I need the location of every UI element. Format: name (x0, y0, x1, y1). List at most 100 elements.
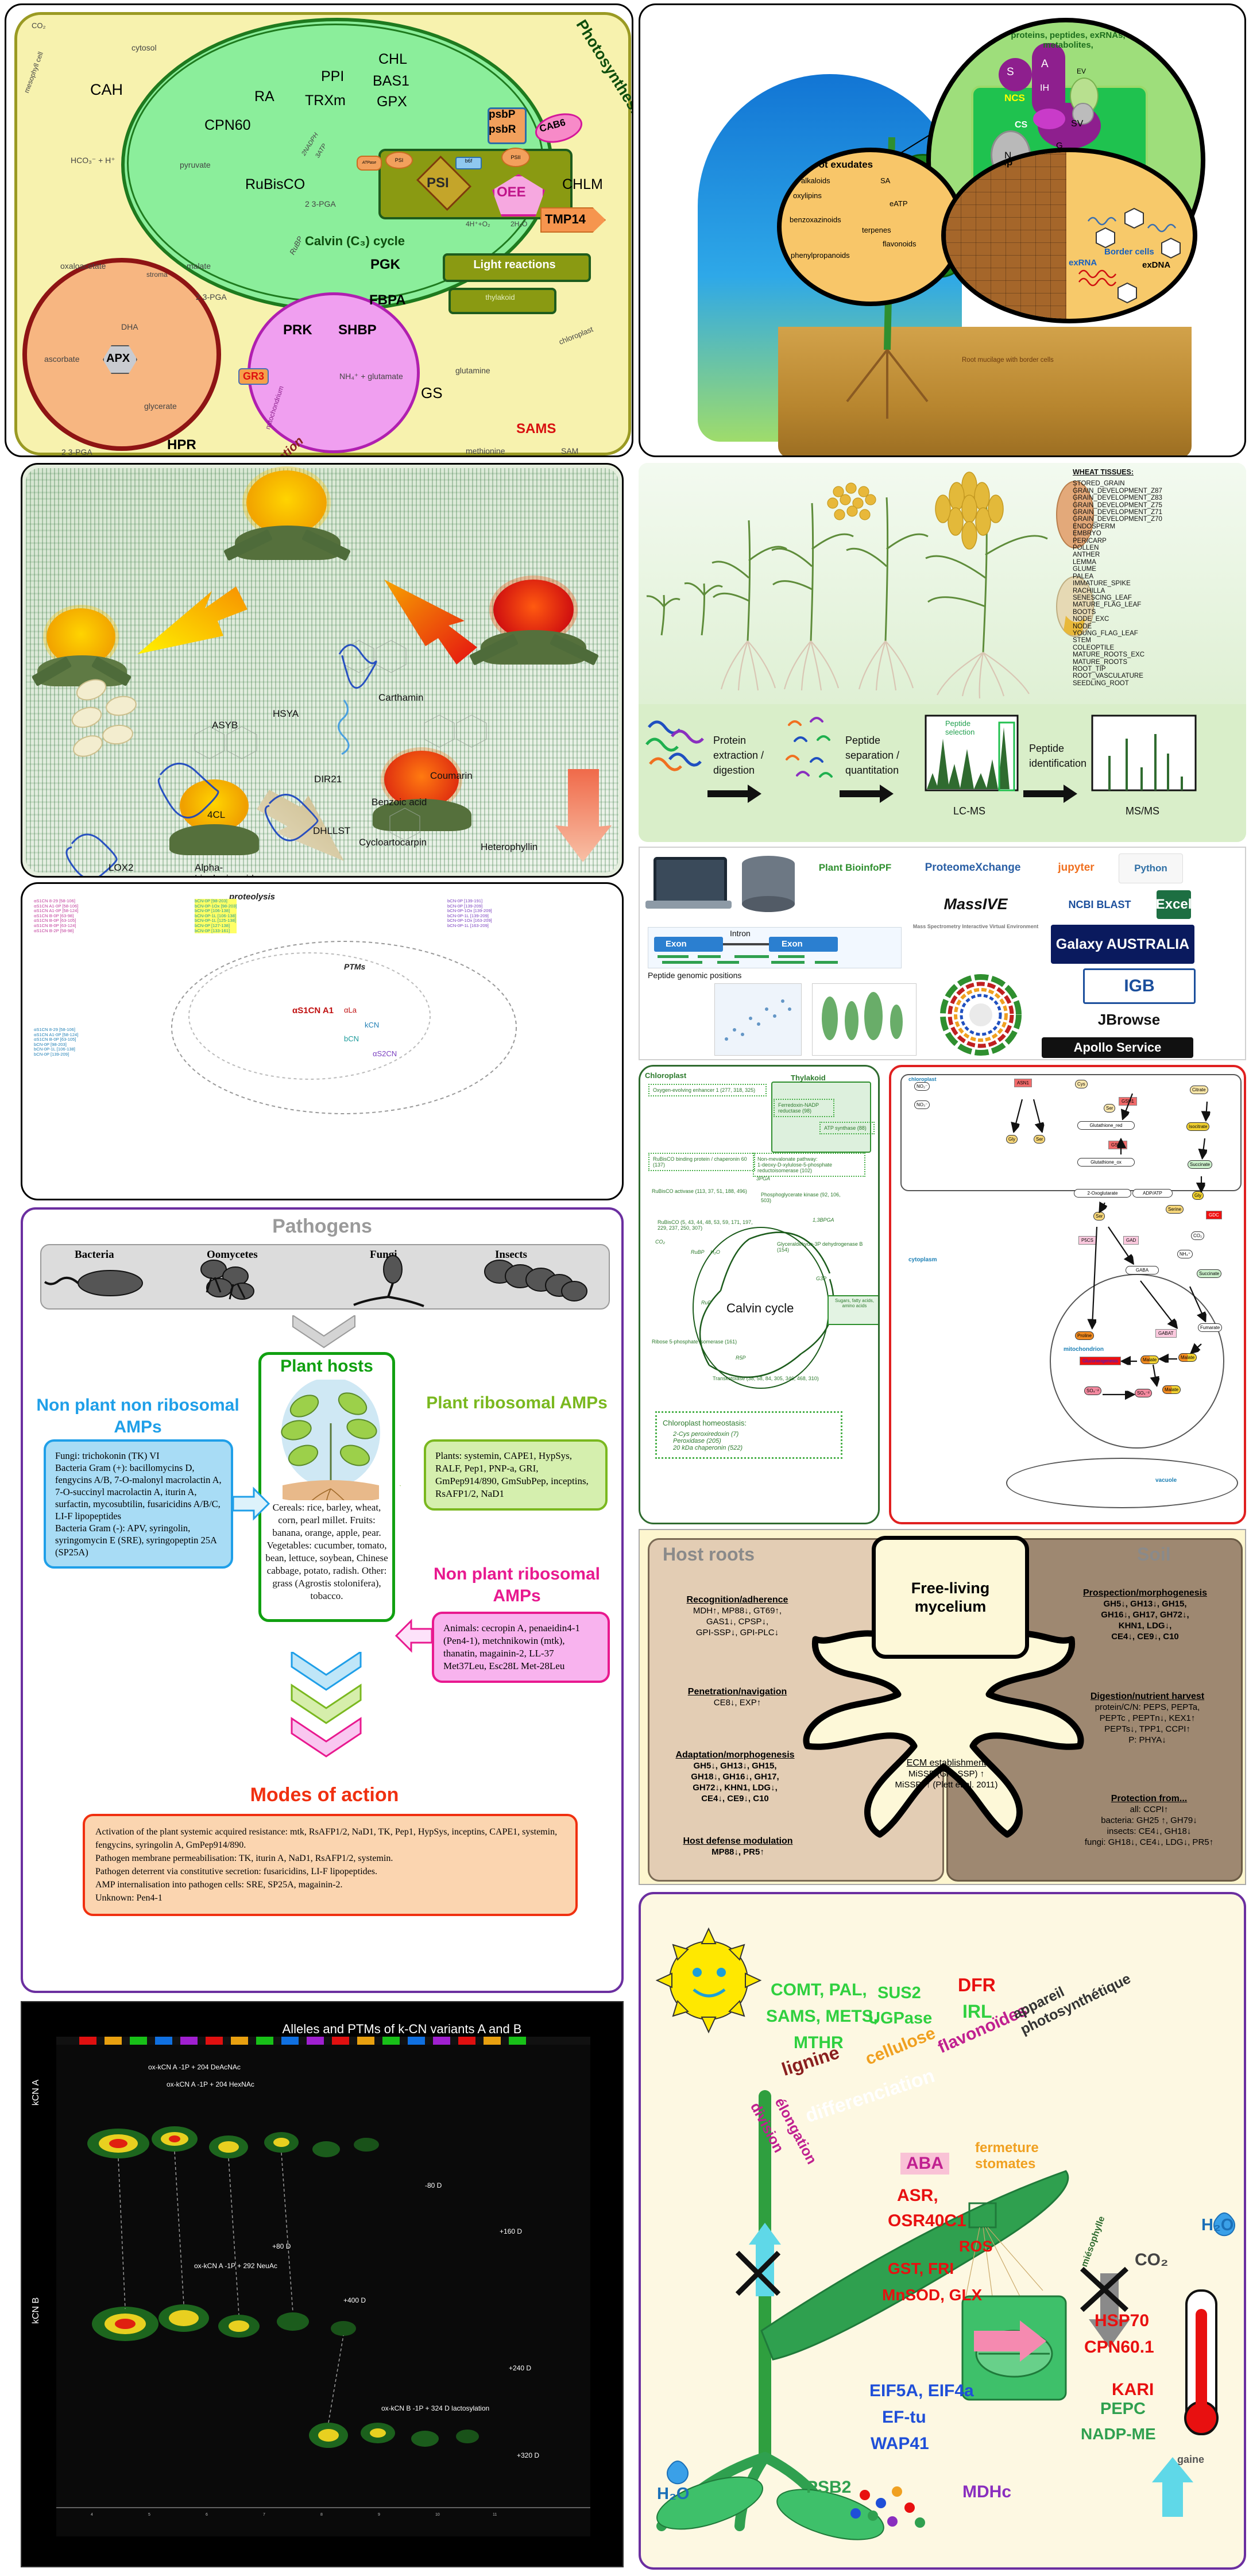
section-heading: ECM establishment (906, 1758, 987, 1768)
logo-jupyter[interactable]: jupyter (1042, 853, 1111, 882)
label-alpha-linolenic-acid: Alpha-Linolenic acid (195, 862, 254, 876)
label-exrna: exRNA (1069, 258, 1097, 268)
peptide-row: bCN-0P [139-209] (34, 1051, 69, 1057)
node-gln: Cys (1075, 1080, 1088, 1088)
tissue-item: GRAIN_DEVELOPMENT_Z70 (1073, 516, 1162, 523)
panel-calvin-cycle-detail: Chloroplast Thylakoid Oxygen-evolving en… (639, 1065, 880, 1524)
logo-proteomexchange[interactable]: ProteomeXchange (910, 853, 1036, 882)
label-cpn601: CPN60.1 (1084, 2338, 1154, 2357)
label-methionine: methionine (466, 446, 505, 455)
node-fumarate: Fumarate (1198, 1323, 1223, 1332)
node-2-oxoglutarate: 2-Oxoglutarate (1074, 1189, 1131, 1198)
pathogen-types-bar: Bacteria Oomycetes Fungi Insects (40, 1244, 610, 1310)
peptide-row: bCN-0P-1L [106-138] (34, 1046, 75, 1052)
section-heading: Prospection/morphogenesis (1082, 1588, 1208, 1598)
peptide-row: bCN-0P-1L [125-138] (195, 918, 236, 924)
label-oee: OEE (497, 184, 526, 200)
sun-icon (655, 1927, 762, 2034)
logo-apollo-service[interactable]: Apollo Service (1042, 1037, 1193, 1058)
label-exdna: exDNA (1142, 260, 1171, 270)
metabolite-rup: RuP (701, 1300, 711, 1306)
proteomics-workflow (645, 715, 1197, 803)
label-nadp-me: NADP-ME (1081, 2425, 1156, 2443)
database-icon (742, 856, 795, 913)
root-exudates-title: Root exudates (806, 159, 873, 170)
tissue-item: LEMMA (1073, 558, 1096, 566)
mode-line: Unknown: Pen4-1 (95, 1893, 163, 1903)
label-wap41: WAP41 (871, 2434, 929, 2453)
logo-ncbi-blast[interactable]: NCBI BLAST (1051, 890, 1149, 919)
label-oxaloacetate: oxaloacetate (60, 261, 106, 271)
metabolite-13bpga: 1,3BPGA (813, 1217, 834, 1223)
circos-plot-thumb (925, 972, 1037, 1058)
r5p-isomerase-node: Ribose 5-phosphate isomerase (161) (652, 1339, 737, 1345)
rubisco-chaperonin-node: RuBisCO binding protein / chaperonin 60 … (648, 1153, 755, 1171)
peptide-row: bCN-0P [127-138] (195, 922, 230, 928)
exudate-sa: SA (880, 176, 891, 185)
tissue-item: PERICARP (1073, 537, 1107, 544)
temp-up-arrow (1152, 2457, 1193, 2517)
peptide-row: bCN-0P-1Ox [139-209] (447, 908, 492, 914)
tissue-item: STORED_GRAIN (1073, 480, 1125, 488)
label-chloroplast-p7: Chloroplast (645, 1071, 687, 1080)
tissue-item: POLLEN (1073, 544, 1099, 552)
label-trxm: TRXm (305, 92, 346, 109)
peptide-row: bCN-0P [98-203] (195, 898, 227, 903)
logo-jbrowse[interactable]: JBrowse (1065, 1006, 1193, 1033)
node-malate-3: Malate (1162, 1385, 1181, 1394)
label-fbpa: FBPA (369, 292, 406, 308)
ptm-label-bcn: bCN (344, 1034, 359, 1043)
section-heading: Host defense modulation (683, 1836, 793, 1846)
logo-excel[interactable]: Excel (1156, 890, 1192, 919)
label-benzoic-acid: Benzoic acid (372, 797, 427, 808)
mode-line: Pathogen deterrent via constitutive secr… (95, 1867, 377, 1876)
logo-plant-bioinfopf[interactable]: Plant BioinfoPF (806, 853, 904, 882)
label-stroma: stroma (146, 271, 168, 279)
label-carthamin: Carthamin (378, 692, 424, 703)
metabolite-co2-p7: CO₂ (655, 1239, 665, 1245)
oomycetes-icon (200, 1260, 254, 1300)
node-glu3: Ser (1093, 1212, 1105, 1221)
label-pepc: PEPC (1100, 2400, 1146, 2418)
rubisco-node: RuBisCO (5, 43, 44, 48, 53, 59, 171, 197… (658, 1219, 753, 1231)
tissue-item: ANTHER (1073, 551, 1100, 559)
label-gaine: gaine (1177, 2454, 1205, 2465)
annotation-4: ox-kCN B -1P + 324 D lactosylation (381, 2404, 490, 2412)
label-lox2: LOX2 (109, 862, 134, 873)
logo-python[interactable]: Python (1119, 853, 1183, 883)
mode-line: Activation of the plant systemic acquire… (95, 1827, 558, 1850)
logo-galaxy-australia[interactable]: Galaxy AUSTRALIA (1051, 925, 1194, 964)
svg-text:5: 5 (148, 2513, 150, 2517)
label-calvin-cycle: Calvin (C₃) cycle (305, 234, 405, 248)
label-apx: APX (106, 352, 130, 365)
enzyme-gshr: GSHR (1108, 1141, 1128, 1149)
label-chloroplast-p8: chloroplast (908, 1076, 937, 1082)
right-amp-title: Plant ribosomal AMPs (426, 1393, 608, 1412)
root-microbes (850, 2486, 925, 2528)
annotation-1: ox-kCN A -1P + 204 DeAcNAc (148, 2063, 241, 2071)
logo-massive[interactable]: MassIVE (910, 889, 1042, 919)
atpase-complex: ATPase (357, 156, 382, 171)
tissue-item: BOOTS (1073, 608, 1096, 616)
thylakoid-box-p7 (771, 1082, 871, 1153)
enzyme-gsh1: GSH1 (1119, 1097, 1137, 1106)
insects-icon (484, 1260, 587, 1301)
modes-of-action-title: Modes of action (250, 1784, 399, 1806)
chloroplast-compartment (900, 1074, 1242, 1191)
root-exudates-inset: Root exudates alkaloids SA oxylipins eAT… (777, 148, 964, 306)
section-body: all: CCPI↑ bacteria: GH25 ↑, GH79↓ insec… (1084, 1805, 1214, 1847)
logo-igb[interactable]: IGB (1083, 968, 1196, 1004)
label-ev: EV (1077, 67, 1086, 75)
growth-arrow (749, 2223, 781, 2296)
label-3pga: 2 3-PGA (305, 199, 336, 208)
section-penetration-navigation: Penetration/navigation CE8↓, EXP↑ (668, 1686, 806, 1708)
section-heading: Penetration/navigation (687, 1687, 787, 1697)
label-gs: GS (421, 384, 443, 401)
label-border-cells: Border cells (1104, 247, 1154, 257)
label-ra: RA (254, 88, 274, 105)
mode-line: Pathogen membrane permeabilisation: TK, … (95, 1853, 393, 1863)
label-vacuole-p8: vacuole (1155, 1477, 1177, 1484)
peptide-row: αS1CN B-0P [63-124] (34, 922, 76, 928)
